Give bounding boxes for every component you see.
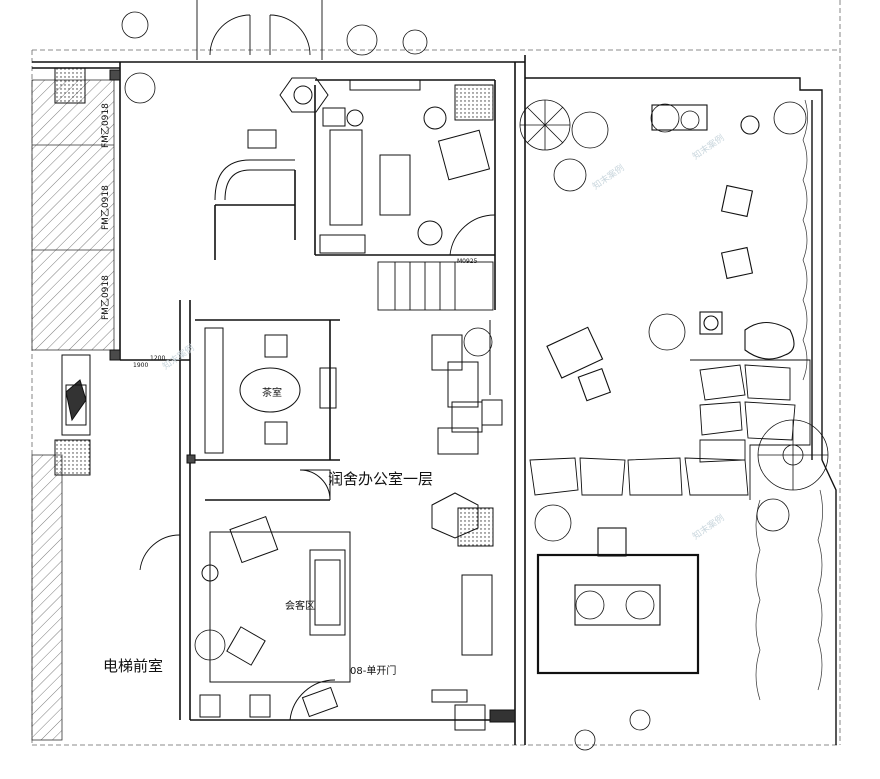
door-08-label: 08-单开门 <box>350 666 397 677</box>
tea-room-label: 茶室 <box>262 388 282 399</box>
elevator-lobby-label: 电梯前室 <box>103 657 164 675</box>
dimension-1200: 1200 <box>150 355 166 362</box>
top-entrance-doors <box>196 0 323 60</box>
curved-partition <box>214 129 295 201</box>
lobby-door <box>139 534 181 575</box>
structural-columns <box>54 67 494 547</box>
garden-walls <box>525 77 837 745</box>
left-equipment <box>61 354 91 436</box>
upper-room-furniture <box>279 77 491 254</box>
office-floor-title: 润舍办公室一层 <box>328 470 434 488</box>
fm-door-label-1: FM乙0918 <box>101 103 111 148</box>
dimension-1900: 1900 <box>133 362 149 369</box>
main-walls <box>32 55 526 745</box>
garden-trees <box>121 11 829 751</box>
entry-doors <box>299 469 516 731</box>
right-interior-furniture <box>431 320 503 455</box>
tea-room-furniture <box>204 327 337 454</box>
reception-area-label: 会客区 <box>285 601 315 612</box>
door-m0925-label: M0925 <box>457 258 478 265</box>
fm-door-label-2: FM乙0918 <box>101 185 111 230</box>
garden-furniture <box>536 104 795 675</box>
left-hatched-panels <box>31 79 115 741</box>
site-boundary <box>31 0 841 746</box>
reception-furniture <box>199 492 493 721</box>
garden-hedge <box>755 99 823 701</box>
stairs <box>377 214 496 311</box>
fm-door-label-3: FM乙0918 <box>101 275 111 320</box>
stepping-stones <box>529 359 811 500</box>
